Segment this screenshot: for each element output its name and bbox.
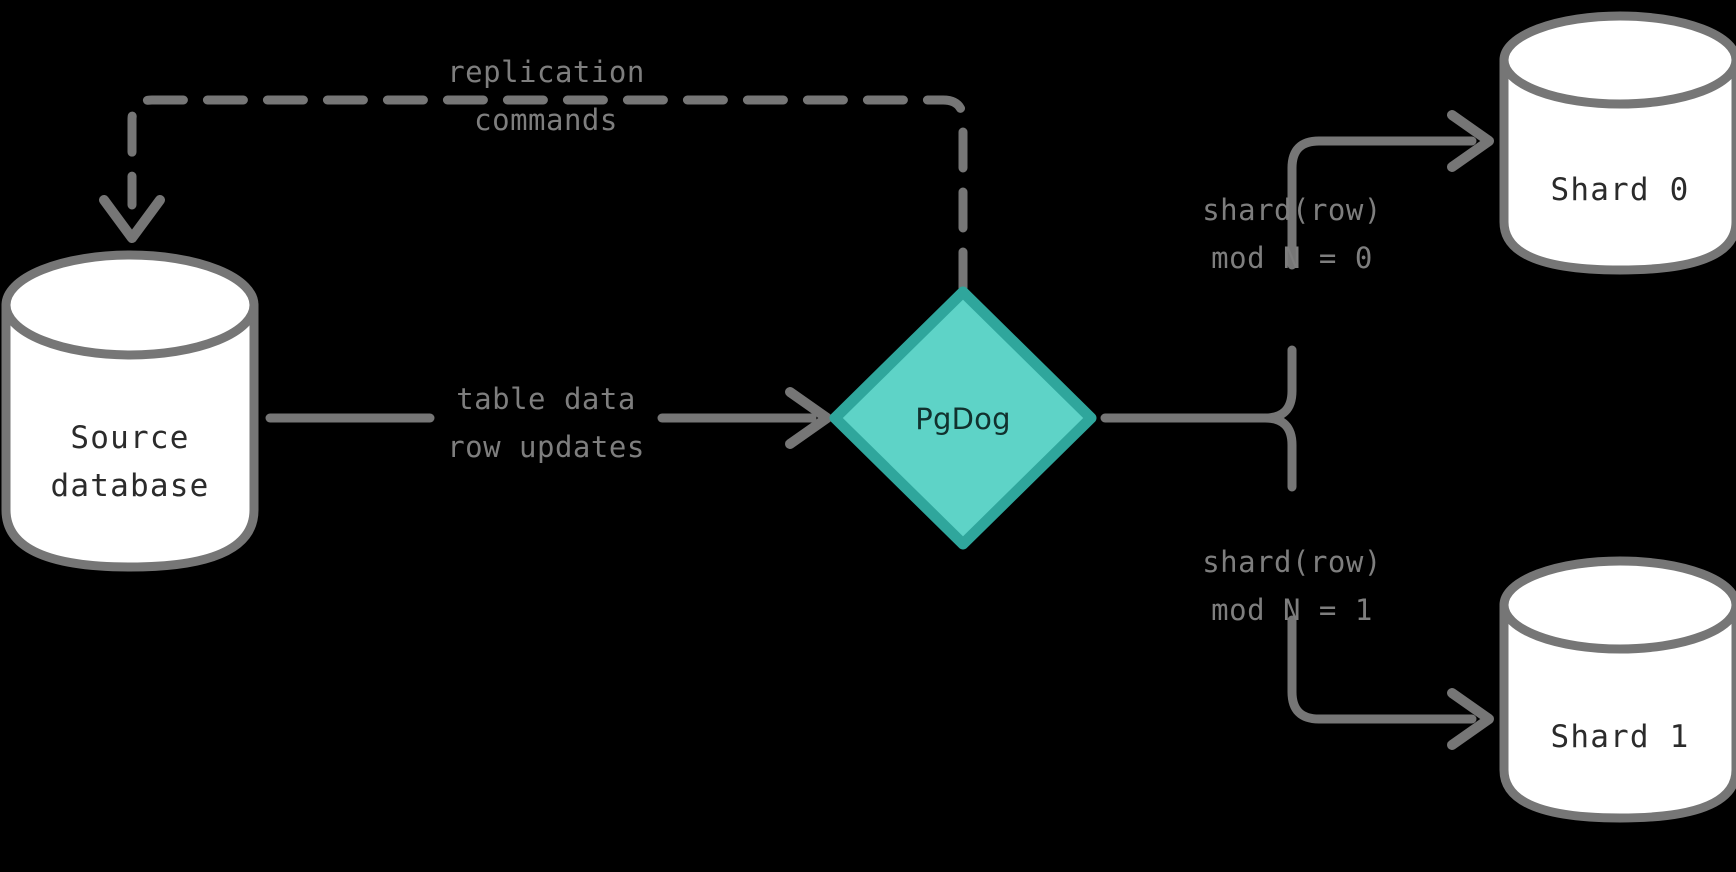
node-source-database-body — [1, 300, 259, 572]
edge-shard1-route-label-line2: mod N = 1 — [1211, 593, 1373, 627]
node-pgdog[interactable]: PgDog — [829, 286, 1097, 550]
node-shard-0-label: Shard 0 — [1550, 172, 1689, 208]
edge-table-data-arrowhead — [785, 387, 832, 449]
edge-table-data-label-line1: table data — [456, 382, 636, 416]
node-source-database[interactable]: Source database — [1, 250, 259, 572]
edge-replication-commands: replication commands — [99, 55, 968, 293]
node-pgdog-diamond — [829, 286, 1097, 550]
node-shard-1-top — [1499, 556, 1736, 654]
edge-shard0-route-label-line1: shard(row) — [1202, 193, 1382, 227]
edge-replication-commands-path — [127, 95, 968, 293]
edge-replication-commands-label-line2: commands — [474, 103, 618, 137]
node-source-database-label-line2: database — [51, 468, 210, 504]
edge-shard0-route-label-line2: mod N = 0 — [1211, 241, 1373, 275]
edge-shard1-route-stem — [1260, 413, 1297, 492]
node-shard-1[interactable]: Shard 1 — [1499, 556, 1736, 823]
edge-shard0-route: shard(row) mod N = 0 — [1100, 110, 1494, 423]
node-shard-1-body — [1499, 600, 1736, 823]
node-shard-1-label: Shard 1 — [1550, 719, 1689, 755]
edge-table-data: table data row updates — [265, 382, 832, 464]
edge-replication-commands-label-line1: replication — [447, 55, 645, 89]
node-shard-0[interactable]: Shard 0 — [1499, 11, 1736, 275]
edge-shard1-route-riser — [1287, 615, 1477, 724]
edge-replication-commands-arrowhead — [99, 195, 165, 243]
edge-table-data-label-line2: row updates — [447, 430, 645, 464]
edge-shard1-route-arrowhead — [1447, 688, 1494, 750]
node-source-database-label-line1: Source — [70, 420, 189, 456]
edge-shard0-route-riser — [1287, 136, 1477, 270]
node-source-database-top — [1, 250, 259, 360]
node-shard-0-top — [1499, 11, 1736, 109]
edge-shard0-route-stem — [1100, 345, 1297, 423]
edge-shard1-route-label-line1: shard(row) — [1202, 545, 1382, 579]
node-pgdog-label: PgDog — [915, 402, 1010, 436]
edge-shard0-route-arrowhead — [1447, 110, 1494, 172]
node-shard-0-body — [1499, 55, 1736, 275]
edge-shard1-route: shard(row) mod N = 1 — [1202, 413, 1494, 750]
